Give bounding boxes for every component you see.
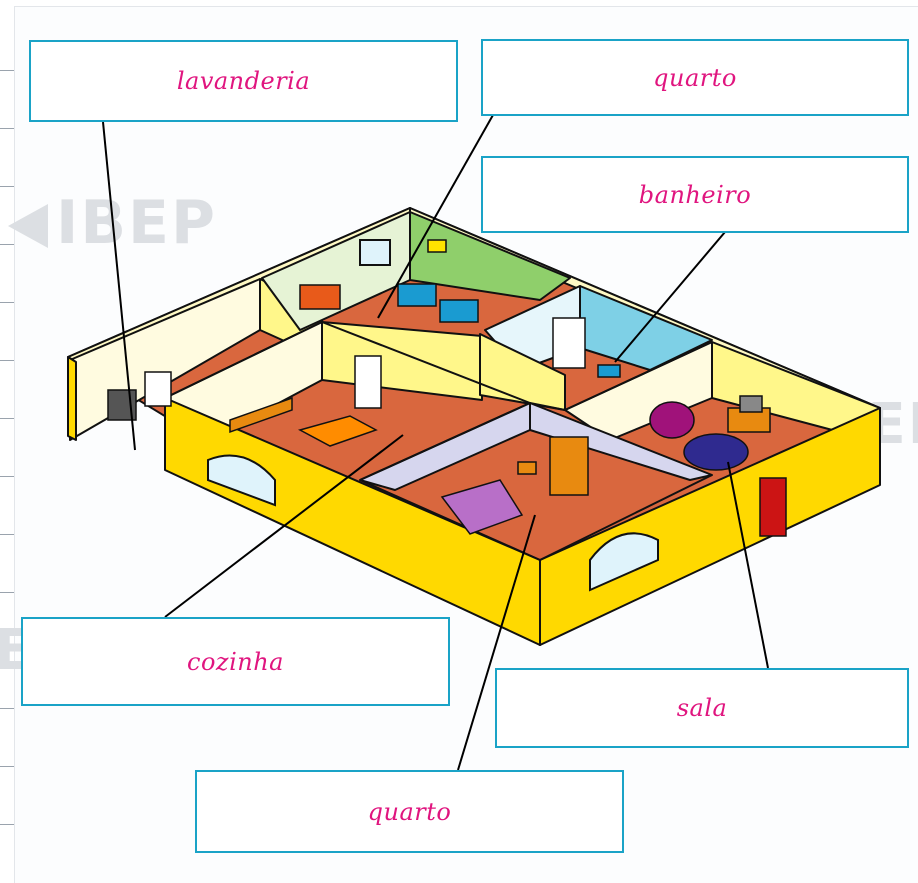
dining-table-icon — [297, 415, 378, 447]
watermark-triangle-icon — [8, 204, 48, 249]
label-box-cozinha: cozinha — [21, 617, 450, 706]
label-box-banheiro: banheiro — [481, 156, 909, 233]
picture-frame-icon — [427, 239, 447, 253]
label-banheiro: banheiro — [638, 180, 752, 209]
kitchen-counter-icon — [229, 396, 293, 434]
label-box-quarto-top: quarto — [481, 39, 909, 116]
bedroom-bottom-wall-right — [529, 402, 713, 481]
margin-rule — [0, 244, 14, 245]
bedroom-top-window-icon — [359, 239, 391, 266]
margin-rule — [0, 824, 14, 825]
label-cozinha: cozinha — [187, 647, 284, 676]
margin-rule — [0, 128, 14, 129]
washing-machine-icon — [144, 371, 172, 407]
leader-line-banheiro — [614, 231, 726, 363]
label-quarto-top: quarto — [653, 63, 737, 92]
bed-icon — [397, 283, 437, 307]
toilet-icon — [597, 364, 621, 378]
label-lavanderia: lavanderia — [176, 67, 311, 95]
outer-wall-front-right — [539, 407, 881, 646]
wardrobe-icon — [299, 284, 341, 310]
partition-edges-right — [529, 341, 713, 411]
television-icon — [739, 395, 763, 413]
margin-rule — [0, 360, 14, 361]
margin-rule — [0, 186, 14, 187]
leader-line-lavanderia — [102, 121, 136, 451]
bed-icon — [439, 299, 479, 323]
margin-rule — [0, 708, 14, 709]
partition-edges — [164, 321, 531, 481]
margin-rule — [0, 592, 14, 593]
margin-rule — [0, 70, 14, 71]
partition-front-right — [539, 474, 713, 561]
nightstand-icon — [517, 461, 537, 475]
shower-icon — [552, 317, 586, 369]
refrigerator-icon — [354, 355, 382, 409]
label-sala: sala — [676, 694, 728, 722]
label-box-sala: sala — [495, 668, 909, 748]
armchair-icon — [649, 401, 695, 439]
leader-line-quarto-top — [377, 114, 494, 319]
rug-icon — [683, 433, 749, 471]
label-box-quarto-bottom: quarto — [195, 770, 624, 853]
label-quarto-bottom: quarto — [367, 797, 452, 826]
margin-rule — [0, 418, 14, 419]
leader-line-quarto-bottom — [457, 514, 536, 771]
margin-rule — [0, 766, 14, 767]
wardrobe-icon — [549, 436, 589, 496]
margin-rule — [0, 650, 14, 651]
margin-rule — [0, 476, 14, 477]
label-box-lavanderia: lavanderia — [29, 40, 458, 122]
outer-wall-left-end — [67, 356, 77, 441]
double-bed-icon — [440, 479, 524, 535]
watermark-logo: IBEP — [8, 188, 217, 258]
bedroom-top-wall-right — [409, 211, 571, 301]
watermark-text: IBEP — [56, 188, 218, 258]
kitchen-window-icon — [207, 454, 276, 507]
margin-rule — [0, 534, 14, 535]
leader-line-cozinha — [164, 434, 404, 618]
bedroom-window-icon — [589, 532, 659, 592]
margin-rule — [0, 302, 14, 303]
partition-front — [359, 479, 541, 561]
leader-line-sala — [727, 461, 769, 669]
front-door-icon — [759, 477, 787, 537]
